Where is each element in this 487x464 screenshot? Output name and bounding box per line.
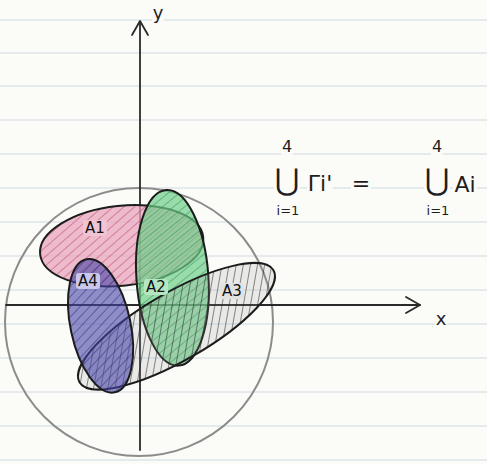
set-label: A4: [76, 273, 100, 290]
set-label: A2: [144, 279, 168, 296]
ruled-line: [0, 425, 487, 426]
y-arrowhead: [132, 21, 148, 35]
formula-text: =: [351, 172, 371, 195]
ruled-line: [0, 391, 487, 392]
formula-text: Ai: [453, 173, 476, 196]
set-region: A4: [65, 256, 136, 396]
formula-text: Γi': [307, 172, 333, 195]
formula-text: i=1: [426, 204, 451, 218]
axis-label: y: [152, 4, 165, 23]
ruled-line: [0, 153, 487, 154]
formula-text: ⋃: [424, 164, 451, 196]
formula-text: ⋃: [274, 164, 301, 196]
ruled-lines: [0, 20, 487, 460]
ruled-line: [0, 85, 487, 86]
set-label: A1: [83, 220, 107, 237]
ruled-line: [0, 19, 487, 20]
ruled-line: [0, 187, 487, 188]
formula-text: 4: [431, 139, 443, 156]
set-fill: [58, 253, 145, 398]
axis-label: x: [435, 310, 448, 329]
axes: [6, 21, 420, 450]
set-outline: [58, 253, 145, 398]
set-label: A3: [220, 283, 244, 300]
ruled-line: [0, 357, 487, 358]
x-arrowhead: [406, 297, 420, 313]
ruled-line: [0, 459, 487, 460]
formula-text: i=1: [276, 204, 301, 218]
formula-text: 4: [281, 139, 293, 156]
ruled-line: [0, 52, 487, 53]
ruled-line: [0, 119, 487, 120]
